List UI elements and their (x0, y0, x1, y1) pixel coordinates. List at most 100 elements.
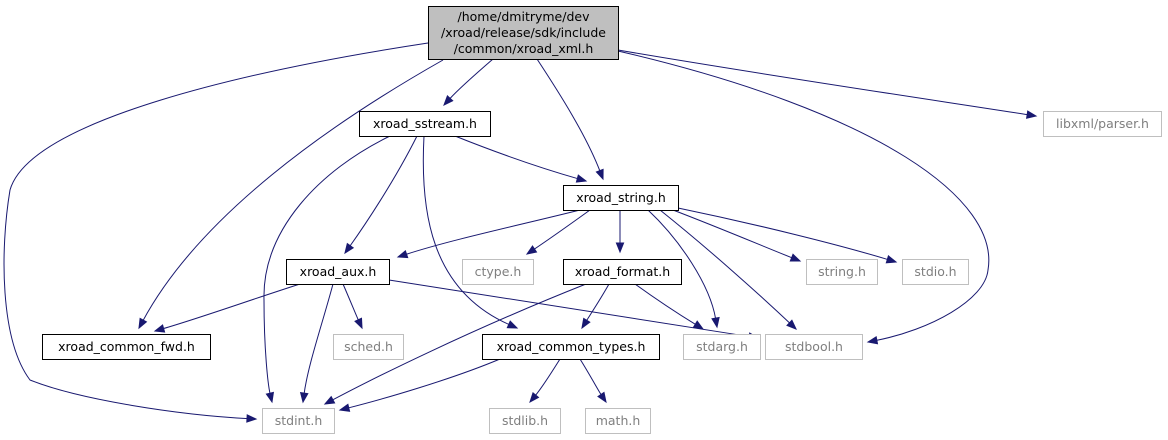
node-label: string.h (818, 264, 866, 279)
arrowhead-format-to-stdint (323, 395, 336, 405)
node-label: stdbool.h (785, 339, 843, 354)
node-stdio: stdio.h (902, 259, 969, 285)
node-box (902, 259, 969, 285)
node-ctype: ctype.h (462, 259, 534, 285)
edge-root-to-string (536, 58, 601, 172)
node-types[interactable]: xroad_common_types.h (482, 334, 660, 360)
arrowhead-string-to-stdbool (786, 319, 797, 330)
nodes-layer: /home/dmitryme/dev/xroad/release/sdk/inc… (42, 6, 1162, 434)
node-string[interactable]: xroad_string.h (563, 185, 679, 211)
edge-format-to-stdarg (634, 283, 697, 326)
node-label: xroad_string.h (576, 190, 666, 205)
edge-root-to-fwd (142, 59, 444, 322)
edge-root-to-stdint (3, 42, 429, 420)
arrowhead-string-to-stdio (885, 255, 898, 264)
node-math: math.h (585, 408, 651, 434)
arrowhead-aux-to-sched (354, 317, 363, 330)
node-aux[interactable]: xroad_aux.h (286, 259, 390, 285)
node-box (765, 334, 863, 360)
arrowhead-root-to-stdint (246, 414, 258, 423)
edges-layer (3, 42, 1038, 423)
arrowhead-root-to-libxml (1025, 110, 1038, 119)
edge-root-to-libxml (617, 49, 1029, 116)
arrowhead-string-to-stdarg (711, 316, 720, 329)
node-box (333, 334, 404, 360)
edge-types-to-stdint (347, 358, 501, 409)
arrowhead-sstream-to-types (506, 320, 519, 329)
edge-string-to-aux (405, 209, 581, 255)
node-label: xroad_common_types.h (497, 339, 646, 354)
arrowhead-sstream-to-string (575, 174, 588, 183)
arrowhead-root-to-fwd (138, 317, 148, 330)
node-box (806, 259, 878, 285)
node-label: sched.h (344, 339, 393, 354)
node-stdlib: stdlib.h (489, 408, 561, 434)
arrowhead-aux-to-fwd (153, 324, 166, 333)
node-label: math.h (596, 413, 641, 428)
edge-aux-to-stdint (303, 283, 334, 395)
node-box (683, 334, 761, 360)
node-label: xroad_format.h (575, 264, 670, 279)
edge-types-to-math (579, 358, 602, 396)
node-box (585, 408, 651, 434)
edge-string-to-stdarg (647, 209, 717, 320)
arrowhead-format-to-stdarg (692, 320, 705, 330)
node-stdarg: stdarg.h (683, 334, 761, 360)
arrowhead-string-to-aux (396, 249, 409, 259)
arrowhead-types-to-stdlib (529, 391, 540, 404)
edge-root-to-sstream (449, 58, 494, 100)
node-label: /xroad/release/sdk/include (441, 25, 606, 40)
arrowhead-root-to-string (595, 168, 604, 181)
arrowhead-types-to-stdint (338, 403, 351, 412)
node-box (563, 259, 682, 285)
node-label: xroad_sstream.h (373, 116, 477, 131)
arrowhead-aux-to-stdint (299, 392, 309, 404)
node-label: xroad_aux.h (300, 264, 377, 279)
edge-sstream-to-types (422, 135, 510, 326)
node-format[interactable]: xroad_format.h (563, 259, 682, 285)
node-stringh: string.h (806, 259, 878, 285)
arrowhead-root-to-stdbool (866, 335, 879, 345)
arrowhead-string-to-ctype (525, 245, 538, 255)
edge-sstream-to-aux (349, 135, 418, 247)
node-libxml: libxml/parser.h (1043, 111, 1162, 137)
edge-format-to-stdint (331, 283, 587, 401)
edge-aux-to-fwd (162, 283, 301, 330)
node-label: libxml/parser.h (1056, 116, 1149, 131)
arrowhead-format-to-types (581, 317, 591, 330)
node-fwd[interactable]: xroad_common_fwd.h (42, 334, 211, 360)
node-box (286, 259, 390, 285)
node-box (1043, 111, 1162, 137)
node-root[interactable]: /home/dmitryme/dev/xroad/release/sdk/inc… (428, 6, 619, 60)
node-box (489, 408, 561, 434)
node-box (482, 334, 660, 360)
node-label: /common/xroad_xml.h (454, 41, 594, 56)
node-box (42, 334, 211, 360)
arrowhead-sstream-to-stdint (265, 391, 275, 404)
edge-string-to-stdbool (659, 209, 791, 324)
node-label: xroad_common_fwd.h (58, 339, 195, 354)
node-label: stdlib.h (502, 413, 548, 428)
edge-string-to-stringh (672, 209, 793, 259)
node-label: stdio.h (914, 264, 956, 279)
arrowhead-sstream-to-aux (344, 242, 355, 255)
edge-root-to-stdbool (617, 50, 990, 341)
edge-types-to-stdlib (534, 358, 561, 397)
edge-string-to-stdio (677, 207, 889, 261)
node-box (428, 6, 619, 60)
arrowhead-types-to-math (597, 391, 607, 404)
node-box (462, 259, 534, 285)
node-label: stdarg.h (696, 339, 748, 354)
node-sstream[interactable]: xroad_sstream.h (359, 111, 491, 137)
node-label: stdint.h (275, 413, 323, 428)
node-sched: sched.h (333, 334, 404, 360)
edge-aux-to-sched (342, 283, 360, 321)
node-box (359, 111, 491, 137)
node-stdbool: stdbool.h (765, 334, 863, 360)
node-box (262, 408, 335, 434)
edge-sstream-to-stdint (263, 135, 391, 395)
arrowhead-root-to-sstream (443, 95, 454, 106)
edge-sstream-to-string (454, 135, 579, 180)
arrowhead-string-to-stringh (789, 253, 802, 262)
